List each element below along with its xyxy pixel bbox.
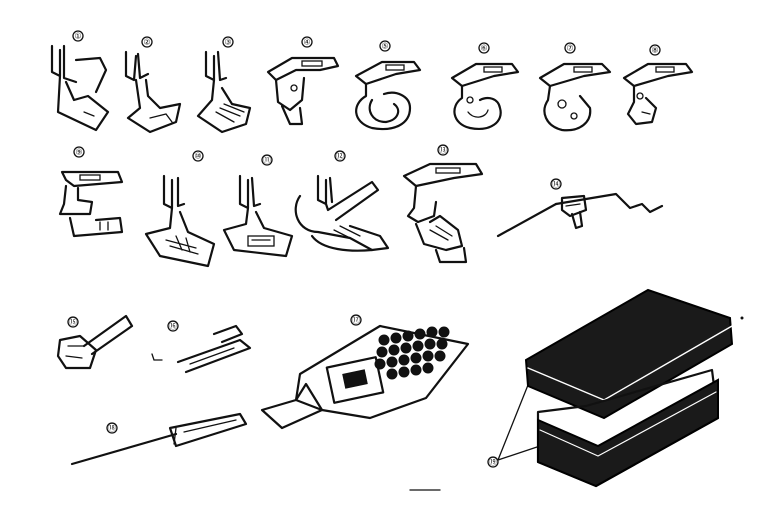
callout-15: ⑮ bbox=[69, 318, 77, 327]
callout-19: ⑲ bbox=[489, 458, 497, 467]
part-14-bobbin-winder-tool: ⑭ bbox=[496, 178, 664, 238]
callout-18: ⑱ bbox=[108, 424, 116, 433]
part-12-presser-foot: ⑫ bbox=[294, 150, 390, 252]
callout-12: ⑫ bbox=[336, 152, 344, 161]
callout-10: ⑩ bbox=[194, 152, 201, 161]
speck-dot bbox=[740, 316, 744, 320]
needle-plate-holes bbox=[374, 326, 450, 380]
part-18-screwdriver: ⑱ bbox=[70, 412, 248, 466]
part-17-needle-plate: ⑰ bbox=[260, 314, 470, 430]
callout-05: ⑤ bbox=[381, 42, 388, 51]
callout-03: ③ bbox=[224, 38, 231, 47]
callout-11: ⑪ bbox=[263, 156, 271, 165]
part-05-presser-foot: ⑤ bbox=[354, 40, 422, 131]
part-16-needle-threader: ⑯ bbox=[151, 320, 252, 374]
part-04-presser-foot: ④ bbox=[266, 36, 340, 126]
part-11-presser-foot: ⑪ bbox=[222, 154, 294, 258]
part-01-presser-foot: ① bbox=[50, 30, 110, 132]
part-02-presser-foot: ② bbox=[124, 36, 182, 134]
callout-09: ⑨ bbox=[75, 148, 82, 157]
callout-13: ⑬ bbox=[439, 146, 447, 155]
callout-17: ⑰ bbox=[352, 316, 360, 325]
callout-07: ⑦ bbox=[566, 44, 573, 53]
part-19-accessory-case: ⑲ bbox=[487, 288, 734, 488]
part-10-presser-foot: ⑩ bbox=[144, 150, 216, 268]
callout-06: ⑥ bbox=[480, 44, 487, 53]
part-06-presser-foot: ⑥ bbox=[450, 42, 520, 130]
callout-08: ⑧ bbox=[651, 46, 658, 55]
part-03-presser-foot: ③ bbox=[196, 36, 252, 134]
part-15-seam-guide: ⑮ bbox=[56, 314, 134, 370]
part-08-presser-foot: ⑧ bbox=[622, 44, 694, 126]
part-09-presser-foot: ⑨ bbox=[58, 146, 124, 238]
callout-02: ② bbox=[143, 38, 150, 47]
callout-16: ⑯ bbox=[169, 322, 177, 331]
part-07-presser-foot: ⑦ bbox=[538, 42, 612, 132]
callout-01: ① bbox=[74, 32, 81, 41]
callout-04: ④ bbox=[303, 38, 310, 47]
callout-14: ⑭ bbox=[552, 180, 560, 189]
part-13-presser-foot: ⑬ bbox=[402, 144, 484, 264]
